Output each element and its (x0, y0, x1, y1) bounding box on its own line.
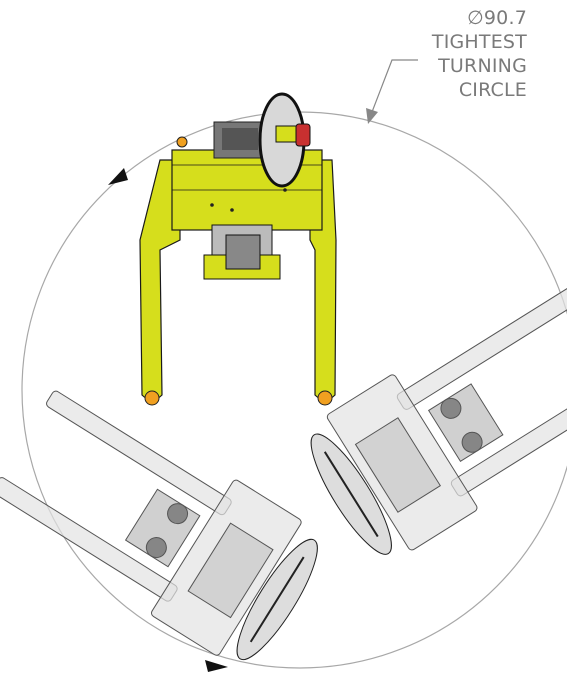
turning-circle-annotation: ∅90.7 TIGHTEST TURNING CIRCLE (367, 6, 527, 102)
circle-arrow-bottom (205, 660, 228, 672)
ghost-truck-lower-left (0, 390, 318, 661)
leader-arrowhead (366, 108, 378, 124)
pallet-truck-main (139, 92, 337, 406)
diameter-label: ∅90.7 (467, 7, 527, 29)
circle-arrow-top-left (108, 168, 128, 185)
annotation-line-2: TURNING (438, 55, 527, 77)
left-fork-wheel (144, 390, 160, 406)
leader-line (371, 59, 418, 113)
handle-red-button (295, 123, 311, 147)
ghost-truck-right (310, 280, 567, 555)
annotation-line-1: TIGHTEST (431, 31, 527, 53)
right-fork-wheel (317, 390, 333, 406)
annotation-line-3: CIRCLE (458, 79, 527, 101)
